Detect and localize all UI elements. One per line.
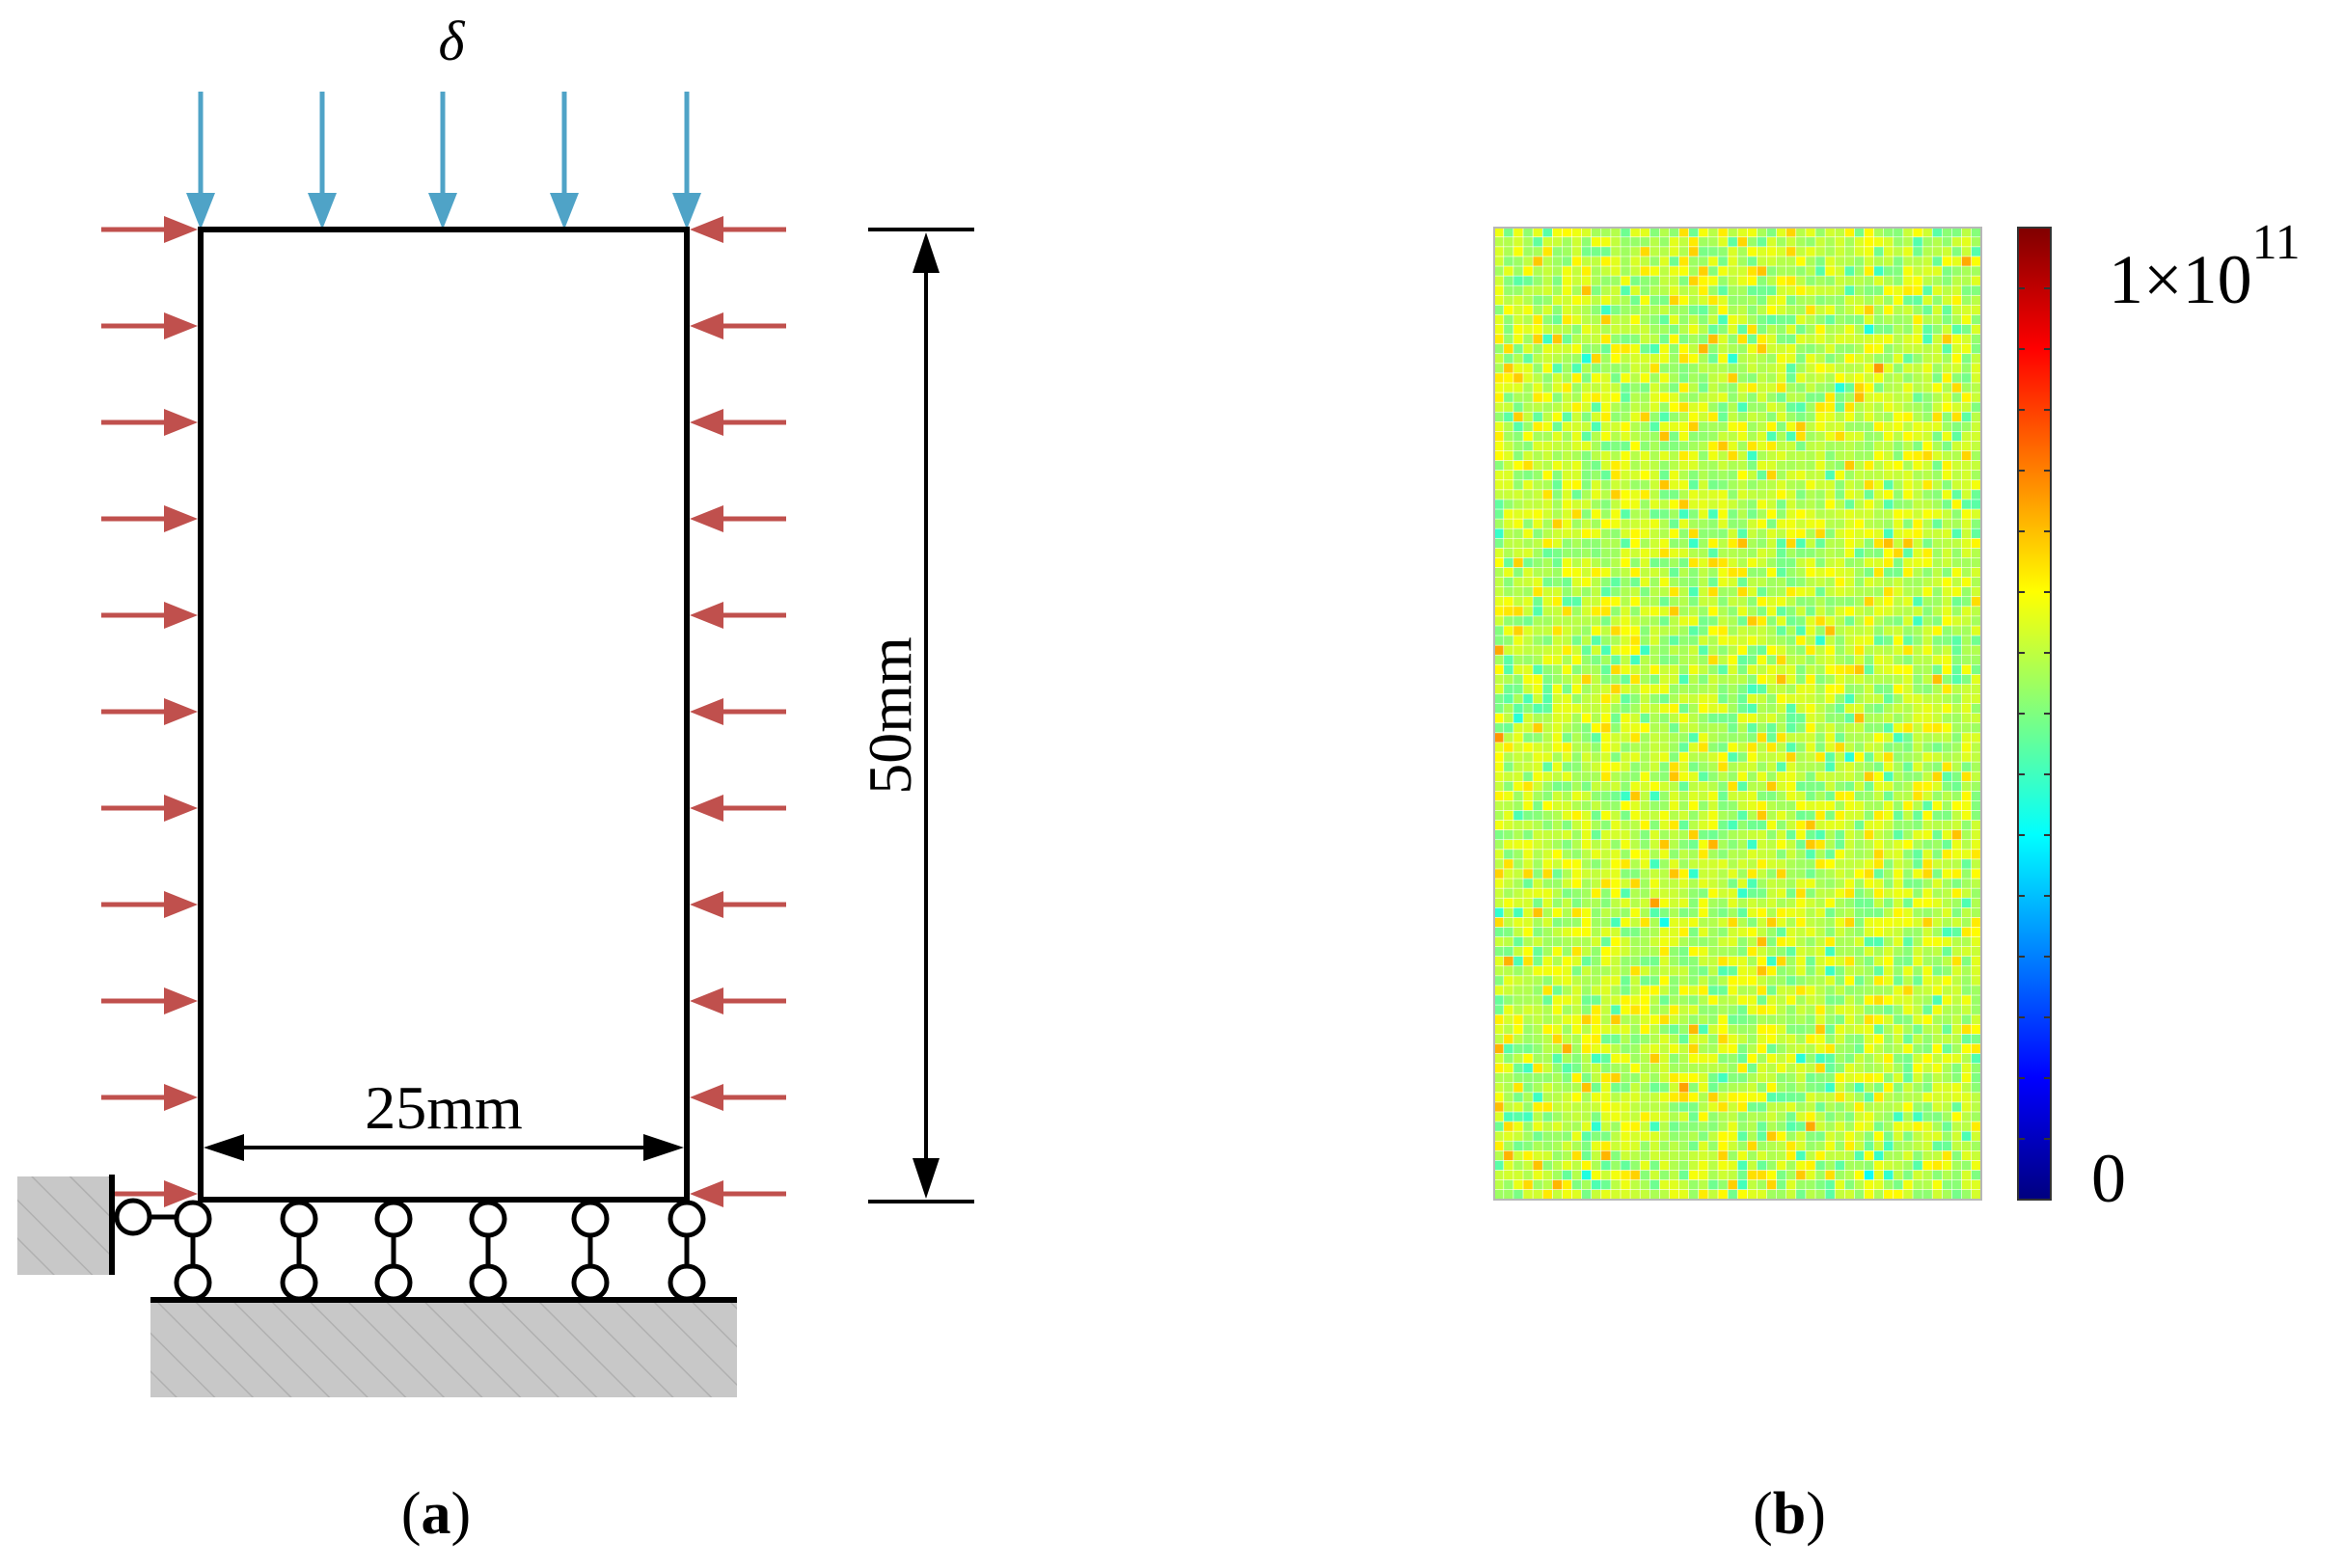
right-arrow-icon bbox=[101, 505, 198, 532]
left-arrow-icon bbox=[690, 602, 786, 629]
roller-support-icon bbox=[114, 1198, 177, 1236]
roller-support-icon bbox=[174, 1200, 212, 1302]
roller-support-icon bbox=[374, 1200, 413, 1302]
roller-support-icon bbox=[469, 1200, 507, 1302]
hatched-ground-icon bbox=[150, 1303, 737, 1397]
roller-support-icon bbox=[668, 1200, 706, 1302]
caption-a: (a) bbox=[401, 1481, 471, 1547]
panel-b: 1×1011 0 (b) bbox=[1493, 215, 2301, 1547]
left-arrow-icon bbox=[690, 891, 786, 918]
left-arrow-icon bbox=[690, 795, 786, 822]
colorbar-ticks bbox=[2018, 287, 2051, 1140]
right-arrow-icon bbox=[101, 216, 198, 243]
right-arrow-icon bbox=[101, 312, 198, 339]
left-arrow-icon bbox=[690, 1084, 786, 1111]
hatched-ground-icon bbox=[17, 1176, 110, 1275]
left-wall bbox=[17, 1175, 177, 1275]
down-arrow-icon bbox=[308, 92, 337, 230]
down-arrow-icon bbox=[672, 92, 701, 230]
left-arrow-icon bbox=[690, 312, 786, 339]
height-label: 50mm bbox=[856, 636, 924, 795]
right-arrow-icon bbox=[101, 409, 198, 436]
right-arrow-icon bbox=[101, 698, 198, 725]
left-arrow-icon bbox=[690, 698, 786, 725]
width-label: 25mm bbox=[365, 1073, 523, 1142]
left-arrow-icon bbox=[690, 505, 786, 532]
specimen-outline bbox=[198, 227, 690, 1203]
dimension-arrow-icon bbox=[913, 232, 940, 1199]
left-arrow-icon bbox=[690, 216, 786, 243]
right-arrow-icon bbox=[101, 987, 198, 1014]
right-pressure-arrows bbox=[690, 216, 786, 1207]
right-arrow-icon bbox=[101, 1084, 198, 1111]
left-pressure-arrows bbox=[101, 216, 198, 1207]
bottom-rollers bbox=[174, 1200, 706, 1302]
roller-support-icon bbox=[280, 1200, 318, 1302]
field-map-border bbox=[1493, 227, 1982, 1201]
random-field-map bbox=[1494, 228, 1981, 1200]
height-dimension: 50mm bbox=[856, 228, 974, 1203]
ground bbox=[150, 1297, 737, 1397]
left-arrow-icon bbox=[690, 987, 786, 1014]
down-arrow-icon bbox=[428, 92, 457, 230]
width-dimension: 25mm bbox=[204, 1073, 684, 1161]
down-arrow-icon bbox=[186, 92, 215, 230]
colorbar-min-label: 0 bbox=[2091, 1140, 2126, 1217]
colorbar-max-label: 1×1011 bbox=[2109, 215, 2301, 318]
load-symbol: δ bbox=[439, 10, 466, 72]
colorbar: 1×1011 0 bbox=[2017, 215, 2301, 1217]
left-arrow-icon bbox=[690, 1180, 786, 1207]
vertical-load-arrows bbox=[186, 92, 701, 230]
right-arrow-icon bbox=[101, 891, 198, 918]
panel-a: δ 25mm bbox=[17, 10, 974, 1547]
caption-b: (b) bbox=[1753, 1481, 1826, 1547]
right-arrow-icon bbox=[101, 795, 198, 822]
down-arrow-icon bbox=[550, 92, 579, 230]
dimension-arrow-icon bbox=[204, 1134, 684, 1161]
roller-support-icon bbox=[571, 1200, 610, 1302]
left-arrow-icon bbox=[690, 409, 786, 436]
right-arrow-icon bbox=[101, 602, 198, 629]
